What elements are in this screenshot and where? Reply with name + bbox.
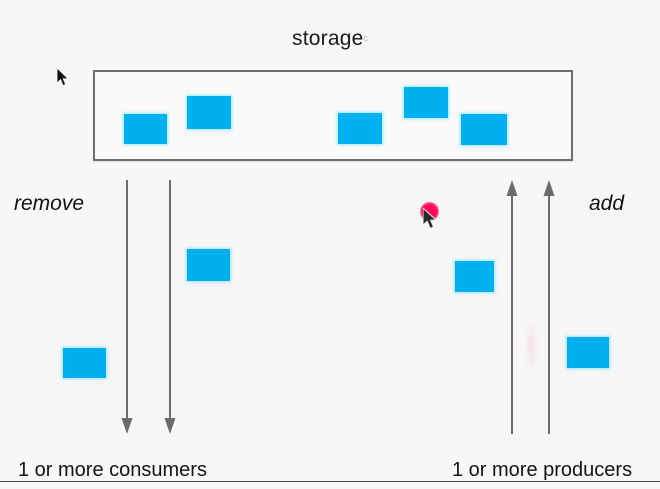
remove-label: remove <box>14 192 85 215</box>
storage-item[interactable] <box>461 114 507 145</box>
producers-caption: 1 or more producers <box>452 459 633 481</box>
consumer-item[interactable] <box>187 249 230 281</box>
remove-arrow-2 <box>163 178 177 436</box>
storage-item[interactable] <box>187 96 231 129</box>
idle-cursor-icon <box>57 68 70 87</box>
storage-item[interactable] <box>124 114 167 144</box>
background-smudge-artifact <box>528 318 535 374</box>
producer-item[interactable] <box>567 337 609 368</box>
click-highlight-icon <box>420 202 439 221</box>
producer-item[interactable] <box>455 261 494 292</box>
storage-item[interactable] <box>338 113 382 144</box>
title-artifact-glyph: c <box>363 33 368 43</box>
add-arrow-2 <box>542 180 556 436</box>
add-label: add <box>589 192 625 215</box>
page-title-text: storage <box>292 27 364 50</box>
consumer-item[interactable] <box>63 348 106 378</box>
remove-arrow-1 <box>120 178 134 436</box>
page-title: storagec <box>0 27 660 51</box>
storage-item[interactable] <box>404 87 448 118</box>
bottom-divider <box>0 481 660 482</box>
add-arrow-1 <box>505 180 519 436</box>
pointer-cursor-icon <box>418 202 439 230</box>
consumers-caption: 1 or more consumers <box>18 459 207 481</box>
